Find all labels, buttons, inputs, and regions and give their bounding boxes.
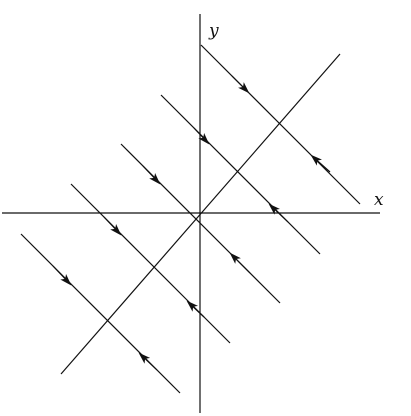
arrow-icon bbox=[310, 154, 331, 173]
arrow-icon bbox=[231, 75, 250, 94]
x-axis-label: x bbox=[374, 190, 384, 210]
trajectory-2 bbox=[160, 94, 321, 255]
trajectories bbox=[20, 44, 361, 394]
trajectory-1 bbox=[200, 44, 361, 205]
arrow-icon bbox=[52, 265, 72, 286]
arrow-icon bbox=[186, 300, 205, 318]
arrow-icon bbox=[142, 165, 161, 185]
flow-arrows bbox=[52, 75, 331, 371]
arrow-icon bbox=[229, 252, 251, 274]
arrow-icon bbox=[268, 203, 289, 223]
y-axis-label: y bbox=[208, 21, 219, 41]
arrow-icon bbox=[103, 216, 122, 236]
arrow-icon bbox=[193, 127, 210, 145]
arrow-icon bbox=[138, 352, 158, 371]
